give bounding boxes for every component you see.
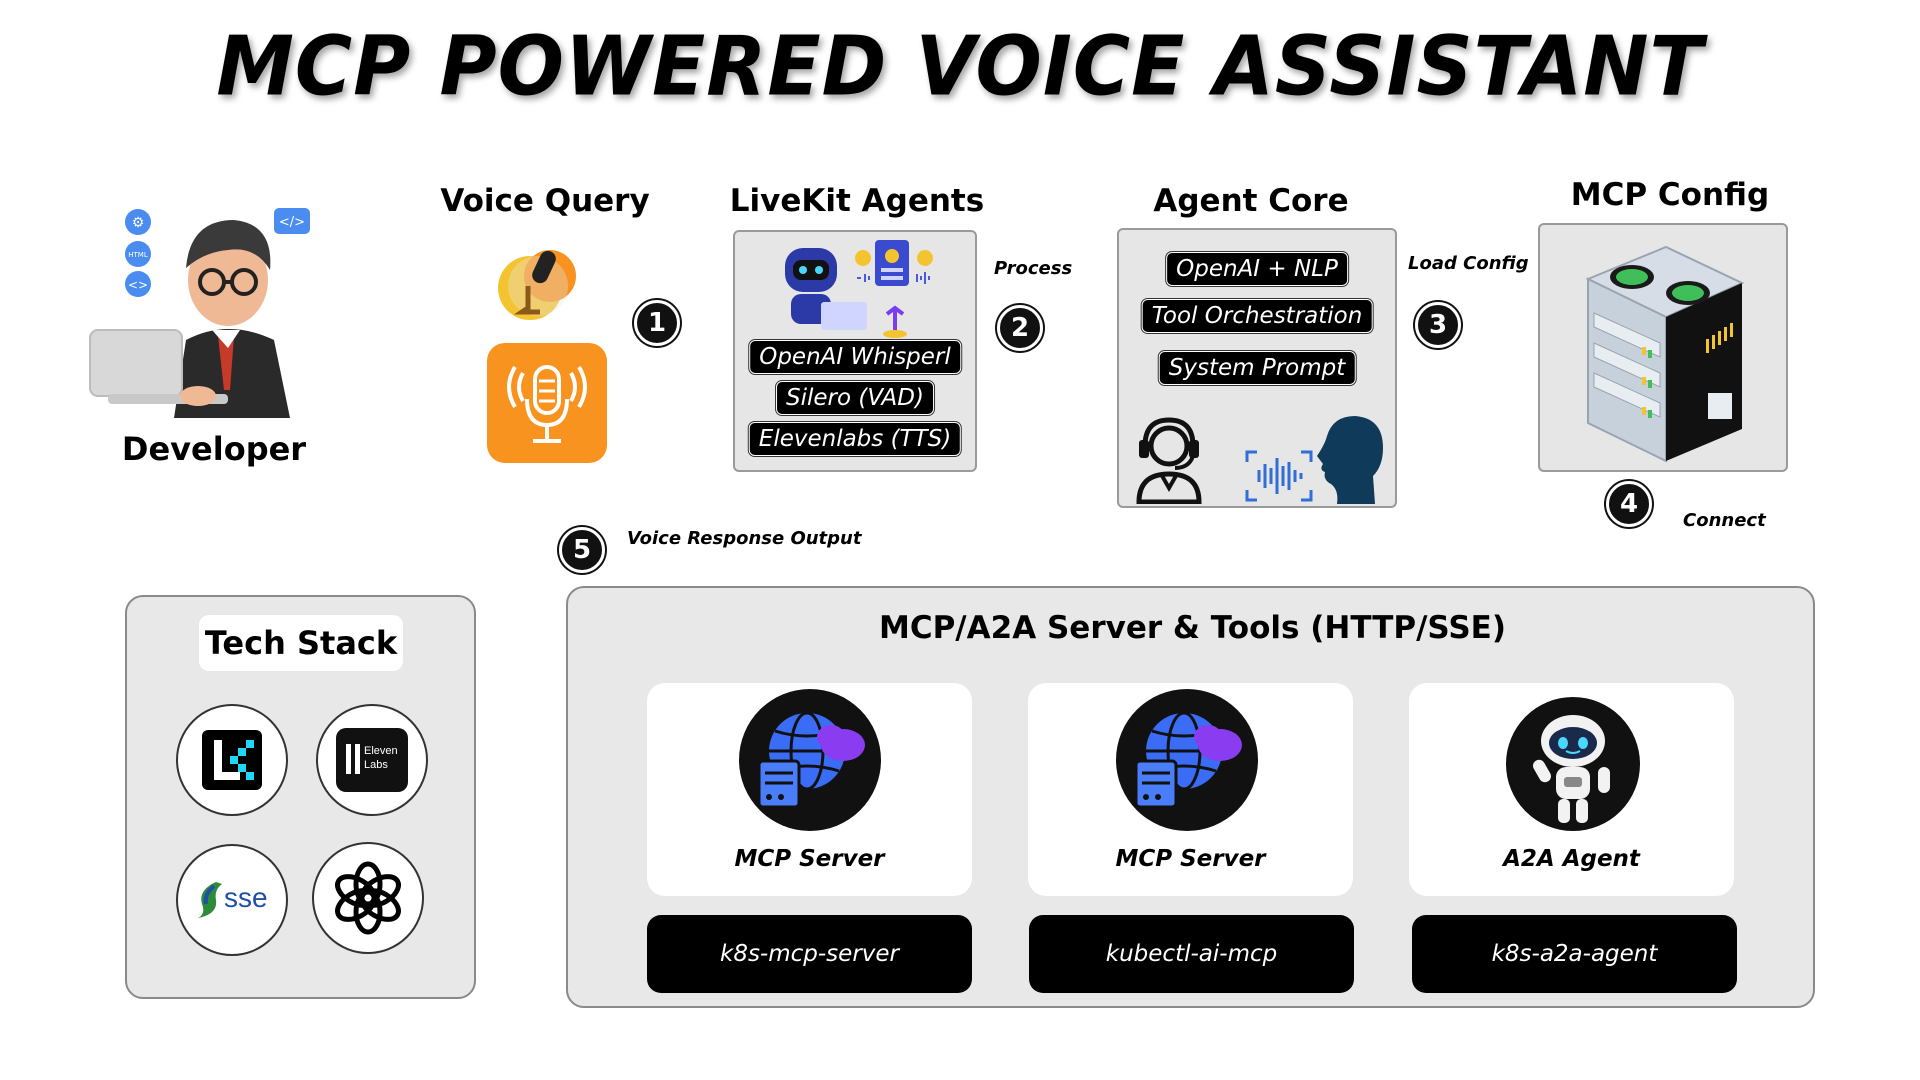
agent-card: A2A Agent [1409, 683, 1734, 896]
gear-icon [125, 209, 151, 235]
tech-stack-title: Tech Stack [199, 615, 403, 671]
mcp-config-panel [1538, 223, 1788, 472]
tool-k8s-a2a-agent: k8s-a2a-agent [1412, 915, 1737, 993]
sse-logo: sse [176, 844, 288, 956]
servers-panel-title: MCP/A2A Server & Tools (HTTP/SSE) [878, 610, 1507, 646]
livekit-item-elevenlabs: Elevenlabs (TTS) [748, 422, 962, 456]
step-1-badge: 1 [634, 300, 680, 346]
elevenlabs-logo: Eleven Labs [316, 704, 428, 816]
agent-core-item-system-prompt: System Prompt [1158, 351, 1356, 385]
developer-label: Developer [121, 430, 307, 468]
servers-panel: MCP/A2A Server & Tools (HTTP/SSE) [566, 586, 1815, 1008]
microphone-app-icon [487, 343, 607, 463]
agent-core-item-orchestration: Tool Orchestration [1141, 299, 1373, 333]
robot-icon [777, 238, 947, 338]
server-rack-icon [1580, 243, 1750, 465]
agent-card-label: A2A Agent [1503, 846, 1640, 872]
server-card-2: MCP Server [1028, 683, 1353, 896]
voice-response-label: Voice Response Output [627, 528, 862, 549]
sse-logo-text: sse [224, 882, 268, 913]
server-card-1-label: MCP Server [734, 846, 885, 872]
html-icon [125, 241, 151, 267]
cloud-server-icon [739, 689, 881, 831]
voice-wave-icon [1243, 448, 1315, 504]
svg-text:<>: <> [128, 278, 148, 292]
svg-text:</>: </> [279, 215, 305, 230]
server-card-2-label: MCP Server [1115, 846, 1266, 872]
connect-label: Connect [1683, 510, 1766, 531]
openai-logo [312, 842, 424, 954]
tool-k8s-mcp-server: k8s-mcp-server [647, 915, 972, 993]
livekit-heading: LiveKit Agents [729, 183, 985, 219]
livekit-item-silero: Silero (VAD) [776, 381, 934, 415]
server-card-1: MCP Server [647, 683, 972, 896]
svg-text:HTML: HTML [128, 251, 148, 259]
livekit-item-whisper: OpenAI Whisperl [749, 340, 961, 374]
livekit-logo [176, 704, 288, 816]
step-4-badge: 4 [1606, 481, 1652, 527]
headset-agent-icon [1127, 412, 1211, 505]
speaking-head-icon [1315, 414, 1385, 506]
voice-query-heading: Voice Query [440, 183, 650, 219]
svg-text:⚙: ⚙ [132, 215, 145, 231]
livekit-panel: OpenAI Whisperl Silero (VAD) Elevenlabs … [733, 230, 977, 472]
agent-core-item-openai: OpenAI + NLP [1166, 252, 1348, 286]
elevenlabs-text-2: Labs [364, 759, 388, 771]
cloud-server-icon [1116, 689, 1258, 831]
tech-stack-panel: Tech Stack Eleven Labs sse [125, 595, 476, 999]
developer-illustration: ⚙ HTML <> </> [78, 190, 318, 420]
elevenlabs-text-1: Eleven [364, 745, 398, 757]
code-tag-icon [274, 208, 310, 234]
agent-core-heading: Agent Core [1153, 183, 1349, 219]
step-3-badge: 3 [1415, 302, 1461, 348]
process-label: Process [994, 258, 1073, 279]
page-title: MCP POWERED VOICE ASSISTANT [216, 19, 1704, 115]
step-5-badge: 5 [559, 527, 605, 573]
tool-kubectl-ai-mcp: kubectl-ai-mcp [1029, 915, 1354, 993]
voice-query-mic-icon [488, 238, 586, 328]
step-2-badge: 2 [997, 305, 1043, 351]
agent-core-panel: OpenAI + NLP Tool Orchestration System P… [1117, 228, 1397, 508]
robot-agent-icon [1506, 697, 1640, 831]
load-config-label: Load Config [1408, 253, 1529, 274]
mcp-config-heading: MCP Config [1570, 177, 1770, 213]
code-icon [125, 271, 151, 297]
